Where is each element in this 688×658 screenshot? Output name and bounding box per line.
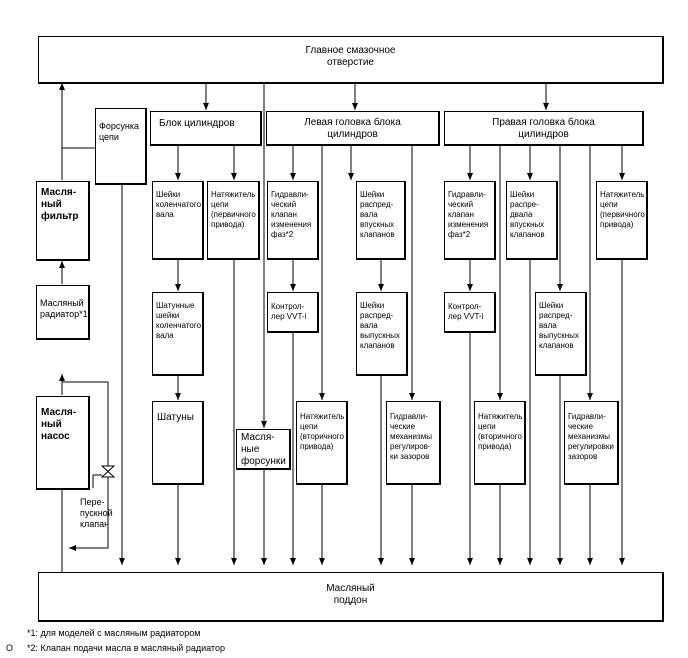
cylinder-block-label: Блок цилиндров — [159, 118, 235, 129]
left-chain-tensioner-secondary-label: Натяжитель цепи (вторичного привода) — [300, 412, 345, 451]
right-chain-tensioner-primary-box: Натяжитель цепи (первичного привода) — [596, 181, 648, 260]
main-oil-gallery-label: Главное смазочное отверстие — [305, 45, 396, 68]
crankshaft-journals-box: Шейки коленчатого вала — [152, 181, 204, 260]
relief-valve-label: Пере- пускной клапан — [80, 497, 113, 529]
relief-valve-symbol — [100, 465, 116, 478]
oil-filter-box: Масля- ный фильтр — [36, 181, 90, 261]
crankshaft-journals-label: Шейки коленчатого вала — [156, 190, 202, 219]
oil-cooler-label: Масляный радиатор*1 — [40, 298, 88, 319]
left-vvt-controller-label: Контрол- лер VVT-i — [271, 302, 307, 321]
oil-pan-label: Масляный поддон — [326, 583, 375, 606]
left-exhaust-cam-journals-box: Шейки распред- вала выпускных клапанов — [356, 292, 408, 376]
block-chain-tensioner-primary-label: Натяжитель цепи (первичного привода) — [211, 190, 256, 229]
right-vvt-controller-box: Контрол- лер VVT-i — [444, 292, 496, 333]
oil-pump-label: Масля- ный насос — [41, 407, 77, 442]
left-head-label: Левая головка блока цилиндров — [304, 117, 401, 140]
footnote-1: *1: для моделей с масляным радиатором — [27, 628, 201, 638]
right-head-header: Правая головка блока цилиндров — [444, 111, 644, 146]
main-oil-gallery-box: Главное смазочное отверстие — [38, 36, 664, 84]
right-exhaust-cam-journals-box: Шейки распред- вала выпускных клапанов — [535, 292, 587, 376]
right-chain-tensioner-secondary-label: Натяжитель цепи (вторичного привода) — [478, 412, 523, 451]
right-exhaust-cam-journals-label: Шейки распред- вала выпускных клапанов — [539, 301, 579, 350]
chain-jet-box: Форсунка цепи — [95, 108, 147, 185]
oil-cooler-box: Масляный радиатор*1 — [36, 285, 90, 340]
left-head-header: Левая головка блока цилиндров — [266, 111, 440, 146]
right-intake-cam-journals-box: Шейки распре- двала впускных клапанов — [506, 181, 558, 260]
oil-filter-label: Масля- ный фильтр — [41, 187, 79, 222]
right-intake-cam-journals-label: Шейки распре- двала впускных клапанов — [510, 190, 545, 239]
oil-jets-box: Масля- ные форсунки — [236, 429, 291, 470]
crankpin-journals-label: Шатунные шейки коленчатого вала — [156, 301, 202, 340]
connecting-rods-box: Шатуны — [152, 401, 204, 485]
right-chain-tensioner-primary-label: Натяжитель цепи (первичного привода) — [600, 190, 645, 229]
right-vvt-controller-label: Контрол- лер VVT-i — [448, 302, 484, 321]
cylinder-block-header: Блок цилиндров — [150, 111, 262, 146]
right-lash-adjusters-box: Гидравли- ческие механизмы регулировки з… — [564, 401, 619, 485]
corner-mark: O — [6, 643, 14, 653]
left-vvt-valve-box: Гидравли- ческий клапан изменения фаз*2 — [267, 181, 319, 260]
oil-jets-label: Масля- ные форсунки — [241, 432, 286, 467]
oil-pump-box: Масля- ный насос — [36, 396, 90, 490]
left-vvt-valve-label: Гидравли- ческий клапан изменения фаз*2 — [271, 190, 312, 239]
right-lash-adjusters-label: Гидравли- ческие механизмы регулировки з… — [568, 412, 614, 461]
right-chain-tensioner-secondary-box: Натяжитель цепи (вторичного привода) — [474, 401, 526, 485]
left-intake-cam-journals-box: Шейки распред- вала впускных клапанов — [356, 181, 406, 260]
left-chain-tensioner-secondary-box: Натяжитель цепи (вторичного привода) — [296, 401, 348, 485]
left-intake-cam-journals-label: Шейки распред- вала впускных клапанов — [360, 190, 395, 239]
right-vvt-valve-box: Гидравли- ческий клапан изменения фаз*2 — [444, 181, 496, 260]
oil-pan-box: Масляный поддон — [38, 572, 664, 622]
crankpin-journals-box: Шатунные шейки коленчатого вала — [152, 292, 204, 376]
left-lash-adjusters-label: Гидравли- ческие механизмы регулиров- ки… — [390, 412, 432, 461]
connecting-rods-label: Шатуны — [157, 412, 194, 423]
right-head-label: Правая головка блока цилиндров — [492, 117, 595, 140]
chain-jet-label: Форсунка цепи — [99, 121, 139, 142]
left-exhaust-cam-journals-label: Шейки распред- вала выпускных клапанов — [360, 301, 400, 350]
left-vvt-controller-box: Контрол- лер VVT-i — [267, 292, 319, 333]
left-lash-adjusters-box: Гидравли- ческие механизмы регулиров- ки… — [386, 401, 441, 485]
right-vvt-valve-label: Гидравли- ческий клапан изменения фаз*2 — [448, 190, 489, 239]
footnote-2: *2: Клапан подачи масла в масляный радиа… — [27, 643, 225, 653]
block-chain-tensioner-primary-box: Натяжитель цепи (первичного привода) — [207, 181, 260, 260]
